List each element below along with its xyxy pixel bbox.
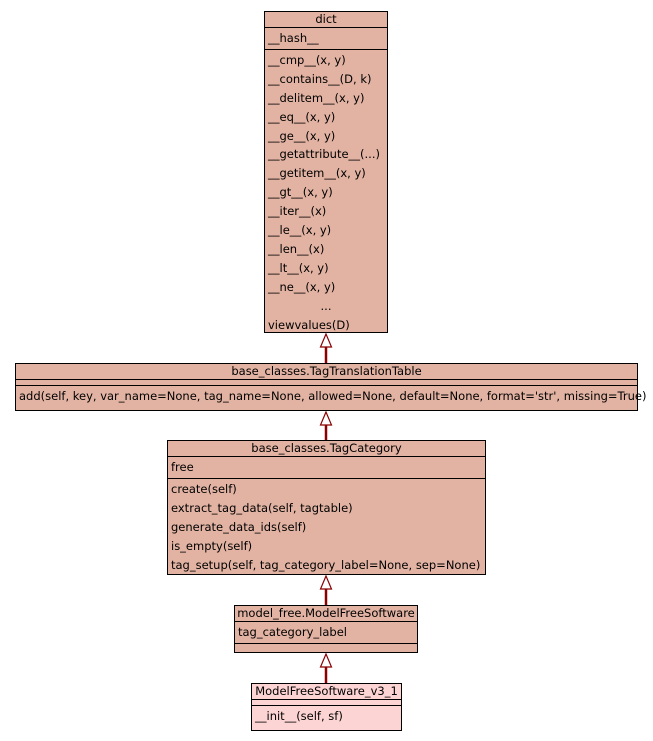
method: tag_setup(self, tag_category_label=None,… bbox=[171, 557, 481, 572]
class-dict: dict __hash__ __cmp__(x, y) __contains__… bbox=[264, 11, 388, 333]
method: __len__(x) bbox=[268, 241, 325, 256]
inheritance-edge-v3-1-modelfreesoftware bbox=[319, 652, 333, 683]
method: __delitem__(x, y) bbox=[268, 90, 365, 105]
method: __le__(x, y) bbox=[268, 223, 332, 238]
class-tag-category: base_classes.TagCategory free create(sel… bbox=[167, 440, 486, 575]
class-dict-name: dict bbox=[265, 12, 387, 28]
method: __contains__(D, k) bbox=[268, 71, 372, 86]
attribute: __hash__ bbox=[268, 31, 319, 45]
class-dict-methods: __cmp__(x, y) __contains__(D, k) __delit… bbox=[265, 50, 387, 336]
method: __eq__(x, y) bbox=[268, 109, 336, 124]
class-model-free-software: model_free.ModelFreeSoftware tag_categor… bbox=[234, 605, 418, 653]
class-tag-category-attributes: free bbox=[168, 457, 485, 479]
method: __iter__(x) bbox=[268, 204, 327, 219]
method: generate_data_ids(self) bbox=[171, 519, 307, 534]
class-model-free-software-v3-1: ModelFreeSoftware_v3_1 __init__(self, sf… bbox=[251, 683, 402, 731]
class-tag-translation-table: base_classes.TagTranslationTable add(sel… bbox=[15, 363, 647, 411]
method: __lt__(x, y) bbox=[268, 260, 329, 275]
method: is_empty(self) bbox=[171, 538, 253, 553]
method: add(self, key, var_name=None, tag_name=N… bbox=[19, 389, 647, 403]
method: __gt__(x, y) bbox=[268, 185, 333, 200]
class-model-free-software-attributes: tag_category_label bbox=[235, 622, 417, 644]
method: __init__(self, sf) bbox=[255, 709, 343, 723]
method: __cmp__(x, y) bbox=[268, 52, 346, 67]
attribute: free bbox=[171, 460, 194, 474]
class-model-free-software-name: model_free.ModelFreeSoftware bbox=[235, 606, 417, 622]
method: viewvalues(D) bbox=[268, 317, 350, 332]
class-tag-translation-table-methods: add(self, key, var_name=None, tag_name=N… bbox=[16, 386, 647, 407]
class-tag-category-methods: create(self) extract_tag_data(self, tagt… bbox=[168, 479, 485, 576]
method: create(self) bbox=[171, 481, 237, 496]
inheritance-edge-modelfreesoftware-tagcategory bbox=[319, 574, 333, 605]
class-model-free-software-v3-1-attributes bbox=[252, 700, 401, 706]
inheritance-edge-tagcategory-tagtranslationtable bbox=[319, 410, 333, 440]
class-model-free-software-v3-1-name: ModelFreeSoftware_v3_1 bbox=[252, 684, 401, 700]
method: __ne__(x, y) bbox=[268, 279, 336, 294]
attribute: tag_category_label bbox=[238, 625, 347, 639]
method: __getitem__(x, y) bbox=[268, 166, 366, 181]
method: __getattribute__(...) bbox=[268, 147, 380, 162]
class-tag-translation-table-name: base_classes.TagTranslationTable bbox=[16, 364, 637, 380]
class-dict-attributes: __hash__ bbox=[265, 28, 387, 50]
method: __ge__(x, y) bbox=[268, 128, 336, 143]
class-tag-translation-table-attributes bbox=[16, 380, 637, 386]
method: extract_tag_data(self, tagtable) bbox=[171, 500, 353, 515]
method-ellipsis: ... bbox=[320, 298, 332, 313]
inheritance-edge-tagtranslationtable-dict bbox=[319, 332, 333, 363]
class-model-free-software-v3-1-methods: __init__(self, sf) bbox=[252, 706, 401, 727]
class-tag-category-name: base_classes.TagCategory bbox=[168, 441, 485, 457]
